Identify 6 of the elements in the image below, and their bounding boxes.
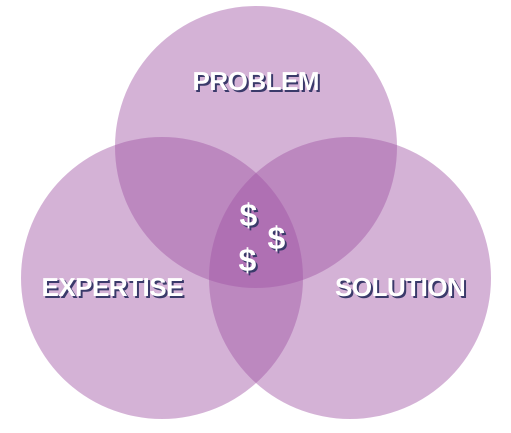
circle-label: SOLUTION: [335, 274, 466, 300]
dollar-sign: $: [268, 222, 285, 254]
dollar-sign: $: [240, 199, 257, 231]
circle-label: EXPERTISE: [42, 274, 183, 300]
dollar-sign: $: [238, 244, 256, 276]
circle-label: PROBLEM: [192, 68, 319, 94]
